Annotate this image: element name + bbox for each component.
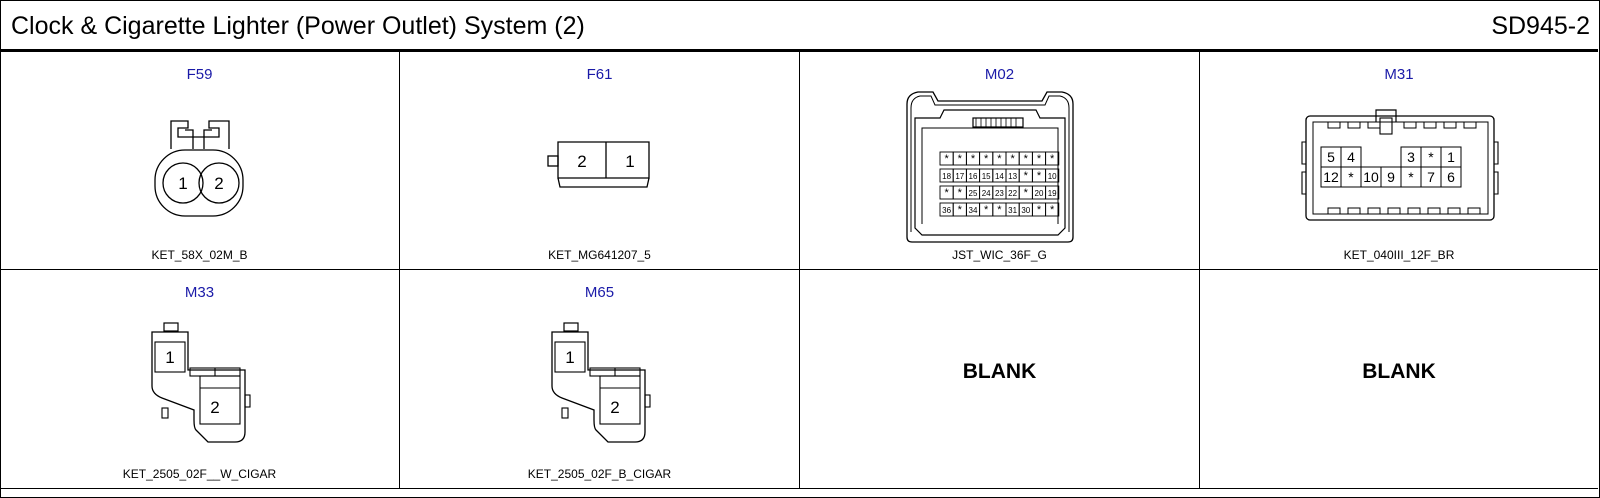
pin-label: * (1408, 169, 1414, 185)
connector-id: M02 (984, 66, 1015, 83)
m02-pin-grid: * * * * * * * * * 18 17 16 15 14 13 * * 10 * * 25 24 23 22 * 20 19… (939, 151, 1060, 217)
pin-label: 31 (1008, 206, 1017, 215)
pin-label: 1 (165, 348, 174, 367)
pin-label: * (1024, 187, 1029, 199)
connector-cell-f59: F59 1 2 KET_58X_02M_B (0, 52, 400, 270)
pin-label: 14 (995, 172, 1004, 181)
pin-label: * (1050, 204, 1055, 216)
connector-grid: F59 1 2 KET_58X_02M_B F61 2 1 KET_MG6412… (0, 52, 1598, 489)
pin-label: * (997, 153, 1002, 165)
connector-name: KET_2505_02F_B_CIGAR (527, 467, 672, 481)
pin-label: 24 (982, 189, 991, 198)
pin-label: * (944, 187, 949, 199)
connector-name: KET_58X_02M_B (151, 248, 248, 262)
pin-label: 9 (1387, 169, 1395, 185)
pin-label: 6 (1447, 169, 1455, 185)
pin-label: * (997, 204, 1002, 216)
pin-label: * (1037, 153, 1042, 165)
pin-label: * (958, 204, 963, 216)
pin-label: * (958, 153, 963, 165)
blank-cell: BLANK (800, 270, 1200, 489)
connector-f61-drawing: 2 1 (547, 141, 650, 188)
pin-label: * (1037, 204, 1042, 216)
pin-label: 12 (1323, 169, 1339, 185)
pin-label: * (1050, 153, 1055, 165)
blank-label: BLANK (962, 360, 1037, 383)
pin-label: * (958, 187, 963, 199)
pin-label: 36 (942, 206, 951, 215)
pin-label: 3 (1407, 149, 1415, 165)
connector-name: KET_2505_02F__W_CIGAR (122, 467, 277, 481)
connector-id: M65 (584, 284, 615, 301)
pin-label: 5 (1327, 149, 1335, 165)
pin-label: 2 (610, 398, 619, 417)
pin-label: * (984, 153, 989, 165)
pin-label: 1 (178, 174, 187, 193)
pin-label: 1 (1447, 149, 1455, 165)
pin-label: 17 (955, 172, 964, 181)
pin-label: 25 (969, 189, 978, 198)
pin-label: * (1024, 153, 1029, 165)
pin-label: 19 (1048, 189, 1057, 198)
connector-f59-drawing: 1 2 (154, 120, 244, 217)
connector-name: KET_040III_12F_BR (1343, 248, 1455, 262)
page-title: Clock & Cigarette Lighter (Power Outlet)… (11, 12, 585, 40)
pin-label: 1 (565, 348, 574, 367)
pin-label: 2 (577, 152, 586, 171)
connector-cell-f61: F61 2 1 KET_MG641207_5 (400, 52, 800, 270)
pin-label: * (1348, 169, 1354, 185)
pin-label: 15 (982, 172, 991, 181)
pin-label: 16 (969, 172, 978, 181)
connector-id: M33 (184, 284, 215, 301)
connector-name: KET_MG641207_5 (548, 248, 651, 262)
connector-m33-drawing: 1 2 (151, 322, 251, 443)
pin-label: 10 (1363, 169, 1379, 185)
connector-cell-m65: M65 1 2 KET_2505_02F_B_CIGAR (400, 270, 800, 489)
pin-label: * (971, 153, 976, 165)
pin-label: * (1037, 170, 1042, 182)
pin-label: 13 (1008, 172, 1017, 181)
pin-label: * (1428, 149, 1434, 165)
pin-label: 30 (1021, 206, 1030, 215)
pin-label: 22 (1008, 189, 1017, 198)
pin-label: 4 (1347, 149, 1355, 165)
blank-label: BLANK (1362, 360, 1436, 383)
pin-label: 20 (1035, 189, 1044, 198)
connector-name: JST_WIC_36F_G (952, 248, 1047, 262)
pin-label: 10 (1048, 172, 1057, 181)
pin-label: 2 (214, 174, 223, 193)
blank-cell: BLANK (1200, 270, 1598, 489)
connector-cell-m33: M33 1 2 KET_2505_02F__W_CIGAR (0, 270, 400, 489)
pin-label: 18 (942, 172, 951, 181)
page-header: Clock & Cigarette Lighter (Power Outlet)… (0, 0, 1598, 52)
pin-label: * (944, 153, 949, 165)
pin-label: 34 (969, 206, 978, 215)
connector-id: F61 (586, 66, 613, 83)
pin-label: * (984, 204, 989, 216)
pin-label: 23 (995, 189, 1004, 198)
connector-m02-drawing: * * * * * * * * * 18 17 16 15 14 13 * * 10 * * 25 24 23 22 * 20 19… (906, 91, 1074, 243)
pin-label: 1 (625, 152, 634, 171)
pin-label: 2 (210, 398, 219, 417)
connector-m65-drawing: 1 2 (551, 322, 651, 443)
pin-label: 7 (1427, 169, 1435, 185)
connector-id: F59 (186, 66, 213, 83)
m31-latch-tabs (1327, 122, 1481, 214)
page-code: SD945-2 (1491, 12, 1590, 40)
pin-label: * (1010, 153, 1015, 165)
pin-label: * (1024, 170, 1029, 182)
connector-id: M31 (1384, 66, 1414, 83)
